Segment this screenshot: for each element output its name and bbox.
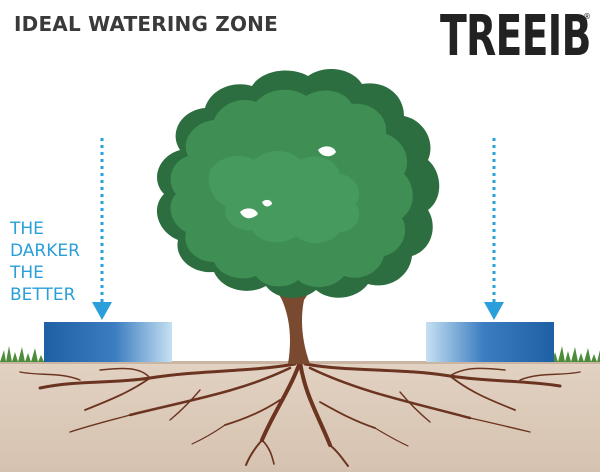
brand-logo: TREEIB <box>440 4 591 69</box>
callout-line-4: BETTER <box>10 285 76 305</box>
foliage-gap-1 <box>318 146 336 157</box>
foliage-highlight <box>208 151 360 244</box>
registered-mark: ® <box>583 12 591 21</box>
grass-left <box>0 346 44 362</box>
water-zone-right <box>426 322 554 362</box>
callout-text: THE DARKER THE BETTER <box>10 218 80 306</box>
arrow-right-head <box>484 302 504 320</box>
page-title: IDEAL WATERING ZONE <box>14 12 278 36</box>
callout-line-1: THE <box>10 219 44 239</box>
tree-trunk <box>258 248 334 364</box>
water-zone-left <box>44 322 172 362</box>
foliage-gap-2 <box>240 208 258 219</box>
arrow-left-head <box>92 302 112 320</box>
water-zone-icon <box>44 322 554 362</box>
root-system <box>19 360 581 467</box>
arrow-down-icon <box>92 138 504 320</box>
grass-right <box>552 346 600 362</box>
soil-ground <box>0 362 600 472</box>
foliage-gap-3 <box>262 199 272 207</box>
tree-icon <box>156 69 440 298</box>
callout-line-3: THE <box>10 263 44 283</box>
callout-line-2: DARKER <box>10 241 80 261</box>
